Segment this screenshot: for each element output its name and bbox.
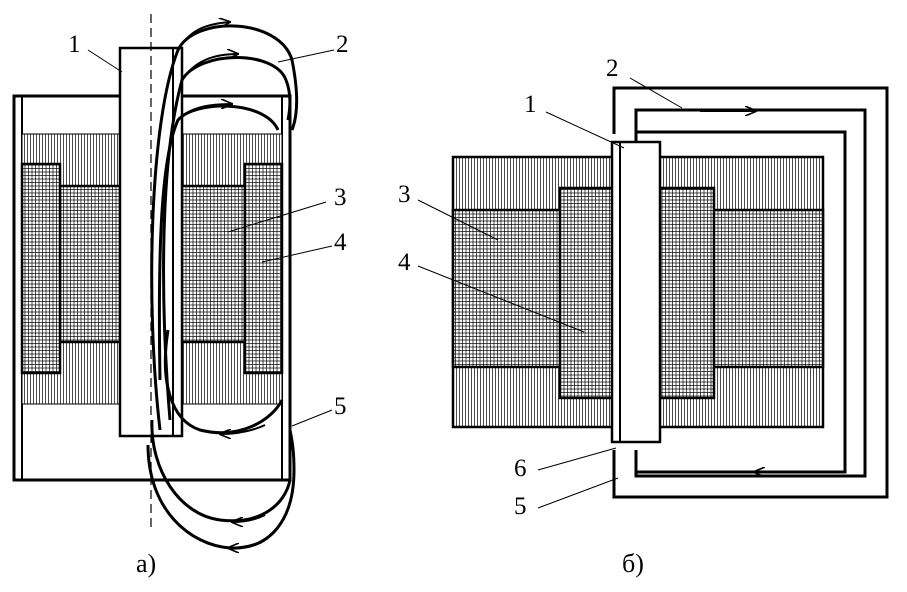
flux-arrow-inner-top-a	[177, 104, 232, 121]
core-outer-path-b	[612, 86, 889, 499]
caption-b: б)	[622, 549, 644, 578]
leader-2-a	[277, 49, 335, 63]
caption-a: а)	[136, 549, 156, 578]
label-1-a: 1	[68, 31, 81, 58]
label-1-b: 1	[524, 91, 537, 118]
flux-arrow-outer-bottom-a	[228, 541, 263, 548]
flux-line-inner-bottom-a	[163, 329, 284, 435]
leader-2-b	[629, 77, 683, 109]
leader-4-b	[417, 265, 585, 333]
leader-5-a	[291, 409, 333, 427]
label-6-b: 6	[514, 455, 527, 482]
winding-4-left-a	[20, 162, 62, 375]
leader-1-a	[87, 49, 123, 73]
leader-1-b	[545, 111, 625, 149]
label-4-b: 4	[398, 249, 411, 276]
flux-line-mid-bottom-a	[150, 419, 292, 523]
leader-5-b	[537, 477, 619, 509]
label-2-a: 2	[336, 31, 349, 58]
figure-b: 2 1 3 4 6 5 б)	[398, 55, 889, 578]
flux-arrow-mid-bottom-a	[232, 514, 266, 522]
label-5-b: 5	[514, 493, 527, 520]
label-3-a: 3	[334, 184, 347, 211]
flux-arrow-inner-bottom-a	[220, 424, 266, 434]
leader-6-b	[537, 447, 617, 471]
leader-3-a	[227, 201, 327, 233]
label-2-b: 2	[606, 55, 619, 82]
label-3-b: 3	[398, 181, 411, 208]
flux-arrow-mid-top-a	[181, 54, 238, 81]
leader-3-b	[417, 199, 499, 241]
flux-line-inner-top-a	[157, 104, 280, 381]
flux-line-outer-bottom-a	[146, 429, 296, 550]
winding-3-right-a	[180, 184, 247, 344]
winding-4-right-a	[243, 162, 284, 375]
flux-arrow-outer-top-a	[177, 22, 230, 51]
leader-4-a	[261, 245, 333, 263]
flux-loop-b	[634, 130, 847, 474]
figure-a: 1 2 3 4 5 а)	[12, 14, 349, 578]
label-4-a: 4	[334, 229, 347, 256]
winding-3-left-a	[58, 184, 122, 344]
label-5-a: 5	[334, 393, 347, 420]
